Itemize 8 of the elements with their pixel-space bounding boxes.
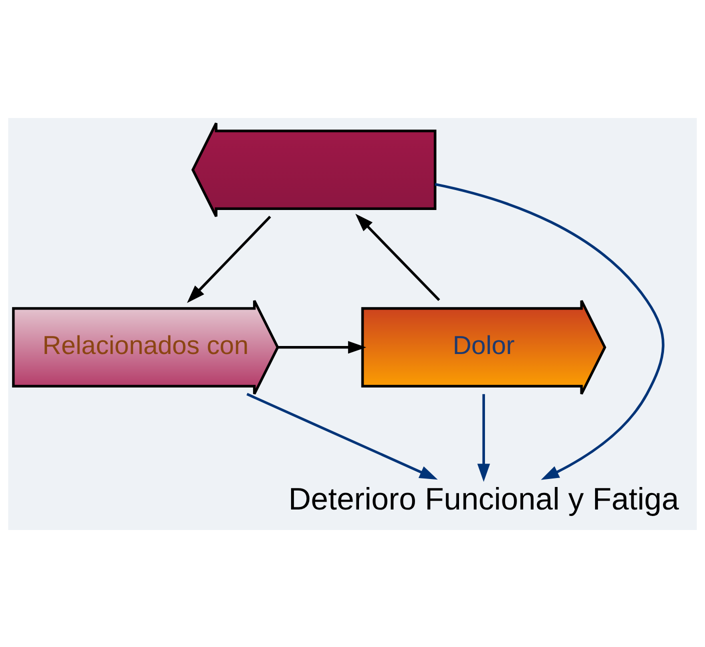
arrow [187, 215, 272, 302]
arrow [278, 340, 366, 354]
arrow [246, 392, 438, 480]
node-arrow [191, 121, 436, 218]
node-text: Deterioro Funcional y Fatiga [288, 481, 679, 516]
arrow [355, 213, 440, 301]
arrow [434, 182, 664, 480]
arrow [477, 394, 490, 482]
